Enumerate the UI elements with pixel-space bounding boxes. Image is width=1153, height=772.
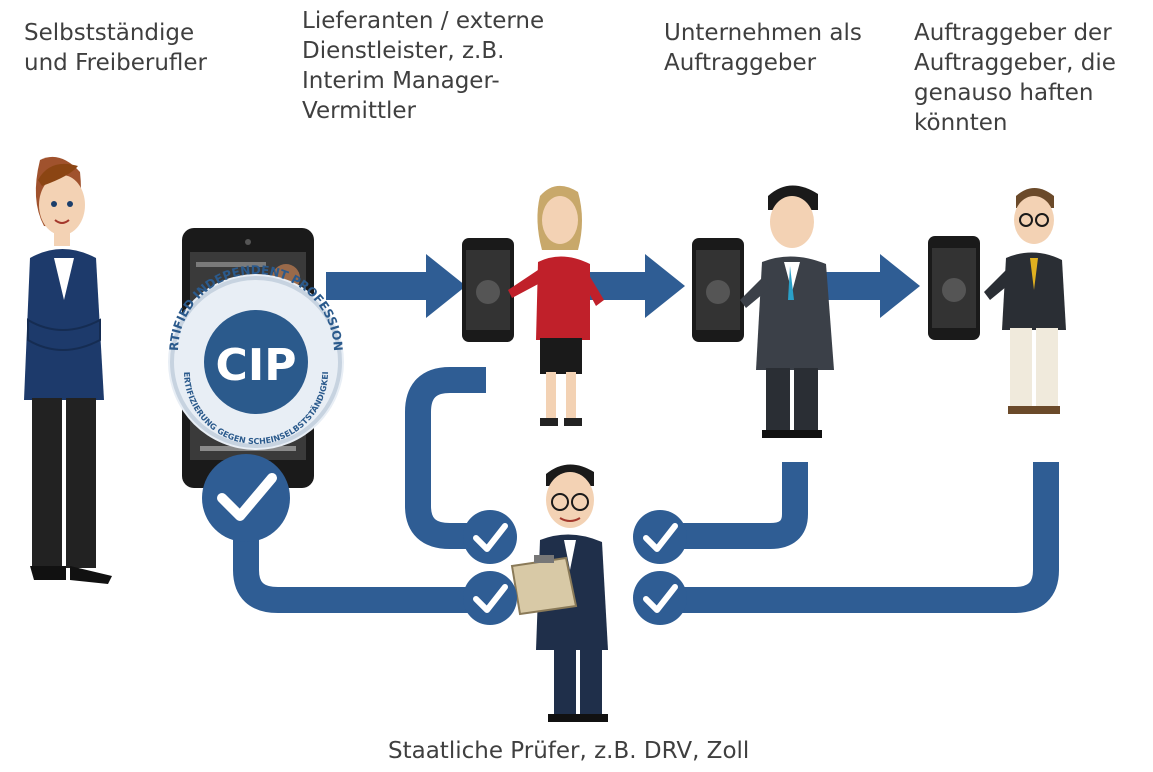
clipboard-icon: [510, 555, 578, 616]
check-icon: [463, 571, 517, 625]
person-auditor: [510, 464, 608, 722]
label-supplier: Lieferanten / externe Dienstleister, z.B…: [302, 8, 545, 124]
flow-connectors: [233, 367, 1059, 613]
person-supplier: [462, 185, 604, 426]
person-company: [692, 185, 834, 438]
check-icon: [202, 454, 290, 542]
label-client-of-client: Auftraggeber der Auftraggeber, die genau…: [914, 20, 1116, 136]
label-self-employed: Selbstständige und Freiberufler: [24, 20, 207, 76]
label-company: Unternehmen als Auftraggeber: [664, 20, 862, 76]
arrow-right-icon: [585, 254, 685, 318]
person-self-employed: [24, 156, 112, 584]
badge-logo-text: CIP: [216, 340, 297, 391]
check-icon: [633, 571, 687, 625]
person-client-of-client: [928, 188, 1066, 414]
check-icon: [633, 510, 687, 564]
check-icon: [463, 510, 517, 564]
arrow-right-icon: [326, 254, 466, 318]
label-auditor: Staatliche Prüfer, z.B. DRV, Zoll: [388, 738, 750, 764]
